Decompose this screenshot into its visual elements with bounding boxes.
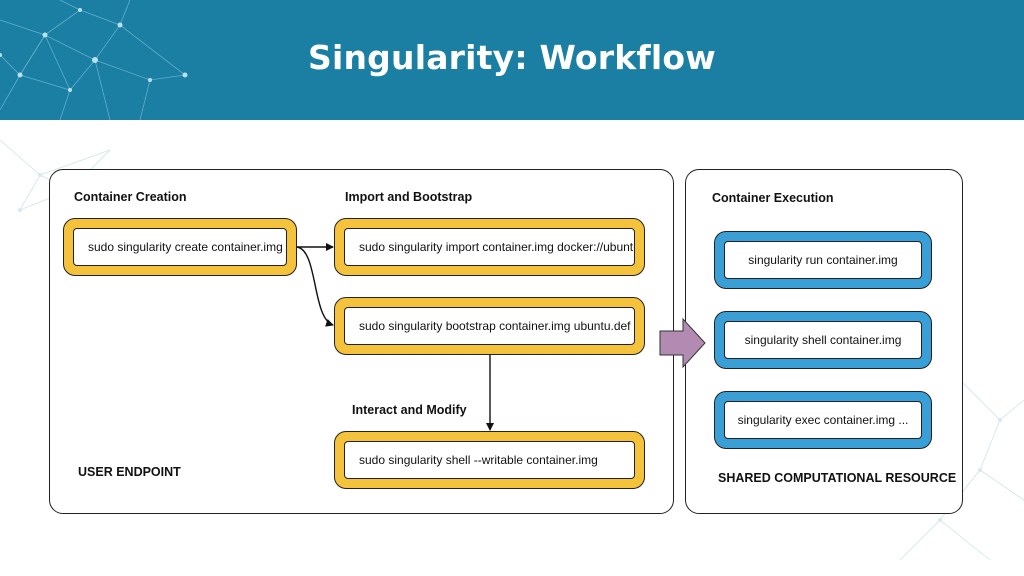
import-command-text: sudo singularity import container.img do… (344, 228, 635, 266)
import-bootstrap-heading: Import and Bootstrap (345, 190, 473, 204)
arrow-create-to-bootstrap (296, 246, 334, 327)
import-command-box: sudo singularity import container.img do… (334, 218, 645, 276)
run-command-text: singularity run container.img (724, 241, 922, 279)
page-title: Singularity: Workflow (308, 38, 716, 77)
interact-modify-heading: Interact and Modify (352, 403, 467, 417)
create-command-box: sudo singularity create container.img (63, 218, 297, 276)
bootstrap-command-box: sudo singularity bootstrap container.img… (334, 297, 645, 355)
create-command-text: sudo singularity create container.img (73, 228, 287, 266)
container-creation-heading: Container Creation (74, 190, 187, 204)
header-bar: Singularity: Workflow (0, 0, 1024, 120)
transfer-arrow (659, 317, 706, 369)
container-execution-heading: Container Execution (712, 191, 834, 205)
run-command-box: singularity run container.img (714, 231, 932, 289)
bootstrap-command-text: sudo singularity bootstrap container.img… (344, 307, 635, 345)
shared-resource-label: SHARED COMPUTATIONAL RESOURCE (718, 471, 957, 485)
shell-command-box: singularity shell container.img (714, 311, 932, 369)
shell-writable-command-box: sudo singularity shell --writable contai… (334, 431, 645, 489)
shell-command-text: singularity shell container.img (724, 321, 922, 359)
exec-command-text: singularity exec container.img ... (724, 401, 922, 439)
shell-writable-command-text: sudo singularity shell --writable contai… (344, 441, 635, 479)
exec-command-box: singularity exec container.img ... (714, 391, 932, 449)
user-endpoint-label: USER ENDPOINT (78, 465, 181, 479)
